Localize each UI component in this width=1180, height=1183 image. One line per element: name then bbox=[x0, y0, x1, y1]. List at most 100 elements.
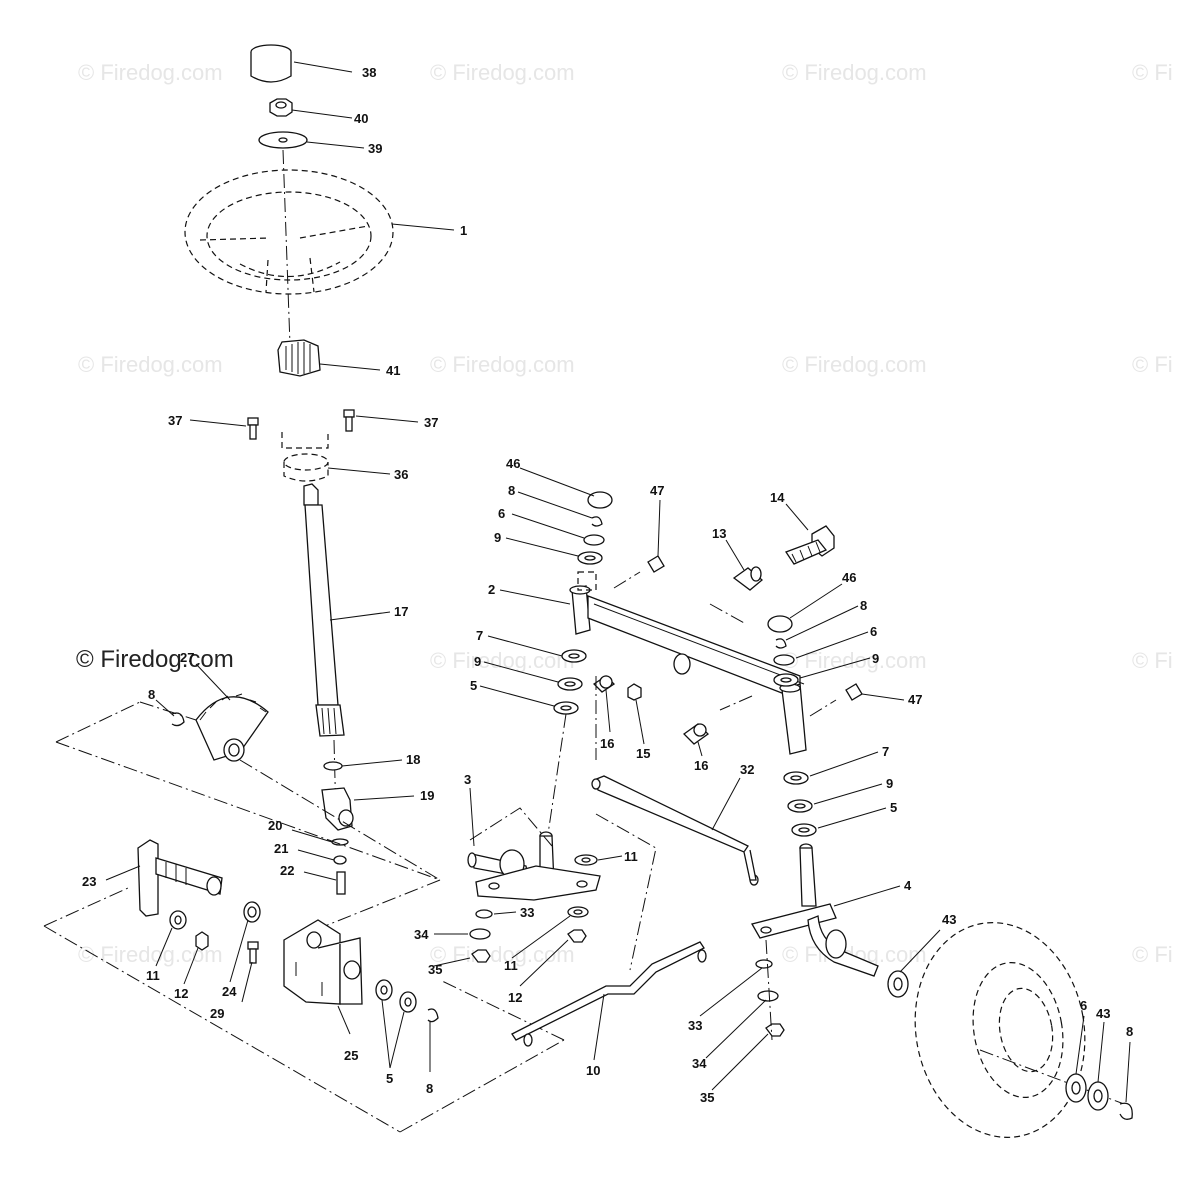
callout-13: 13 bbox=[712, 526, 726, 541]
part-22-bolt bbox=[336, 871, 346, 895]
part-5-washer bbox=[553, 701, 579, 715]
callout-6: 6 bbox=[870, 624, 877, 639]
callout-24: 24 bbox=[222, 984, 237, 999]
part-35-nut bbox=[765, 1023, 785, 1037]
watermark: © Firedog.com bbox=[782, 352, 927, 377]
part-5-washer bbox=[791, 823, 817, 837]
part-21-washer bbox=[333, 855, 347, 865]
part-8-clip bbox=[427, 1008, 439, 1023]
callout-5: 5 bbox=[890, 800, 897, 815]
part-35-nut bbox=[471, 949, 491, 963]
part-39-washer bbox=[258, 131, 308, 149]
part-9-washer bbox=[557, 677, 583, 691]
callout-10: 10 bbox=[586, 1063, 600, 1078]
part-29-bolt bbox=[247, 941, 259, 964]
callout-27: 27 bbox=[180, 650, 194, 665]
callout-12: 12 bbox=[508, 990, 522, 1005]
callout-47: 47 bbox=[908, 692, 922, 707]
callout-23: 23 bbox=[82, 874, 96, 889]
callout-11: 11 bbox=[504, 958, 518, 973]
callout-22: 22 bbox=[280, 863, 294, 878]
callout-41: 41 bbox=[386, 363, 400, 378]
callout-43: 43 bbox=[942, 912, 956, 927]
watermark: © Firedog.com bbox=[782, 60, 927, 85]
watermark: © Fi bbox=[1132, 942, 1173, 967]
part-19-pinion bbox=[321, 787, 354, 831]
part-4-spindle-right bbox=[751, 843, 879, 977]
part-11-washer bbox=[574, 854, 598, 866]
part-8-clip bbox=[591, 516, 603, 527]
part-6-washer bbox=[583, 534, 605, 546]
callout-25: 25 bbox=[344, 1048, 358, 1063]
part-1-steering-wheel bbox=[184, 169, 394, 295]
callout-3: 3 bbox=[464, 772, 471, 787]
part-25-bracket bbox=[283, 919, 363, 1005]
callout-labels: 38 40 39 1 41 37 37 36 17 27 8 18 19 20 … bbox=[82, 65, 1133, 1105]
part-15-nut bbox=[627, 683, 642, 701]
part-13-spacer bbox=[732, 566, 764, 591]
part-46-cap bbox=[767, 615, 793, 633]
part-12-nut bbox=[195, 931, 209, 951]
watermark: © Firedog.com bbox=[782, 648, 927, 673]
callout-9: 9 bbox=[474, 654, 481, 669]
watermark: © Fi bbox=[1132, 648, 1173, 673]
callout-8: 8 bbox=[508, 483, 515, 498]
part-33-washer bbox=[475, 909, 493, 919]
callout-12: 12 bbox=[174, 986, 188, 1001]
part-32-tie-rod bbox=[591, 775, 759, 886]
callout-37: 37 bbox=[424, 415, 438, 430]
callout-9: 9 bbox=[872, 651, 879, 666]
callout-5: 5 bbox=[386, 1071, 393, 1086]
part-8-clip bbox=[171, 712, 185, 727]
watermark: © Fi bbox=[1132, 60, 1173, 85]
callout-46: 46 bbox=[506, 456, 520, 471]
callout-16: 16 bbox=[694, 758, 708, 773]
callout-47: 47 bbox=[650, 483, 664, 498]
callout-11: 11 bbox=[146, 968, 160, 983]
part-12-nut bbox=[567, 929, 587, 943]
callout-8: 8 bbox=[148, 687, 155, 702]
part-37-bolt-right bbox=[343, 409, 355, 432]
callout-32: 32 bbox=[740, 762, 754, 777]
callout-34: 34 bbox=[692, 1056, 707, 1071]
callout-43: 43 bbox=[1096, 1006, 1110, 1021]
watermark: © Firedog.com bbox=[430, 60, 575, 85]
callout-8: 8 bbox=[1126, 1024, 1133, 1039]
part-43-washer bbox=[1087, 1081, 1109, 1111]
watermark: © Firedog.com bbox=[430, 352, 575, 377]
watermark: © Firedog.com bbox=[430, 648, 575, 673]
callout-17: 17 bbox=[394, 604, 408, 619]
callout-5: 5 bbox=[470, 678, 477, 693]
part-24-bushing bbox=[243, 901, 261, 923]
part-9-washer bbox=[773, 673, 799, 687]
callout-8: 8 bbox=[860, 598, 867, 613]
part-7-washer bbox=[783, 771, 809, 785]
callout-37: 37 bbox=[168, 413, 182, 428]
callout-8: 8 bbox=[426, 1081, 433, 1096]
part-wheel bbox=[914, 922, 1125, 1138]
callout-21: 21 bbox=[274, 841, 288, 856]
callout-16: 16 bbox=[600, 736, 614, 751]
part-7-washer bbox=[561, 649, 587, 663]
callout-2: 2 bbox=[488, 582, 495, 597]
part-14-bolt bbox=[785, 525, 835, 565]
callout-4: 4 bbox=[904, 878, 912, 893]
watermark: © Firedog.com bbox=[78, 352, 223, 377]
part-11-washer bbox=[567, 906, 589, 918]
part-41-hub-adapter bbox=[277, 339, 321, 377]
part-38-cap bbox=[250, 44, 292, 83]
callout-7: 7 bbox=[476, 628, 483, 643]
callout-1: 1 bbox=[460, 223, 467, 238]
part-6-washer bbox=[1065, 1073, 1087, 1103]
part-18-washer bbox=[323, 761, 343, 771]
callout-36: 36 bbox=[394, 467, 408, 482]
part-33-washer bbox=[755, 959, 773, 969]
part-34-washer bbox=[469, 928, 491, 940]
part-23-arm bbox=[137, 839, 223, 917]
callout-38: 38 bbox=[362, 65, 376, 80]
callout-19: 19 bbox=[420, 788, 434, 803]
part-10-drag-link bbox=[511, 941, 707, 1047]
part-2-pivot bbox=[577, 571, 597, 591]
callout-9: 9 bbox=[494, 530, 501, 545]
